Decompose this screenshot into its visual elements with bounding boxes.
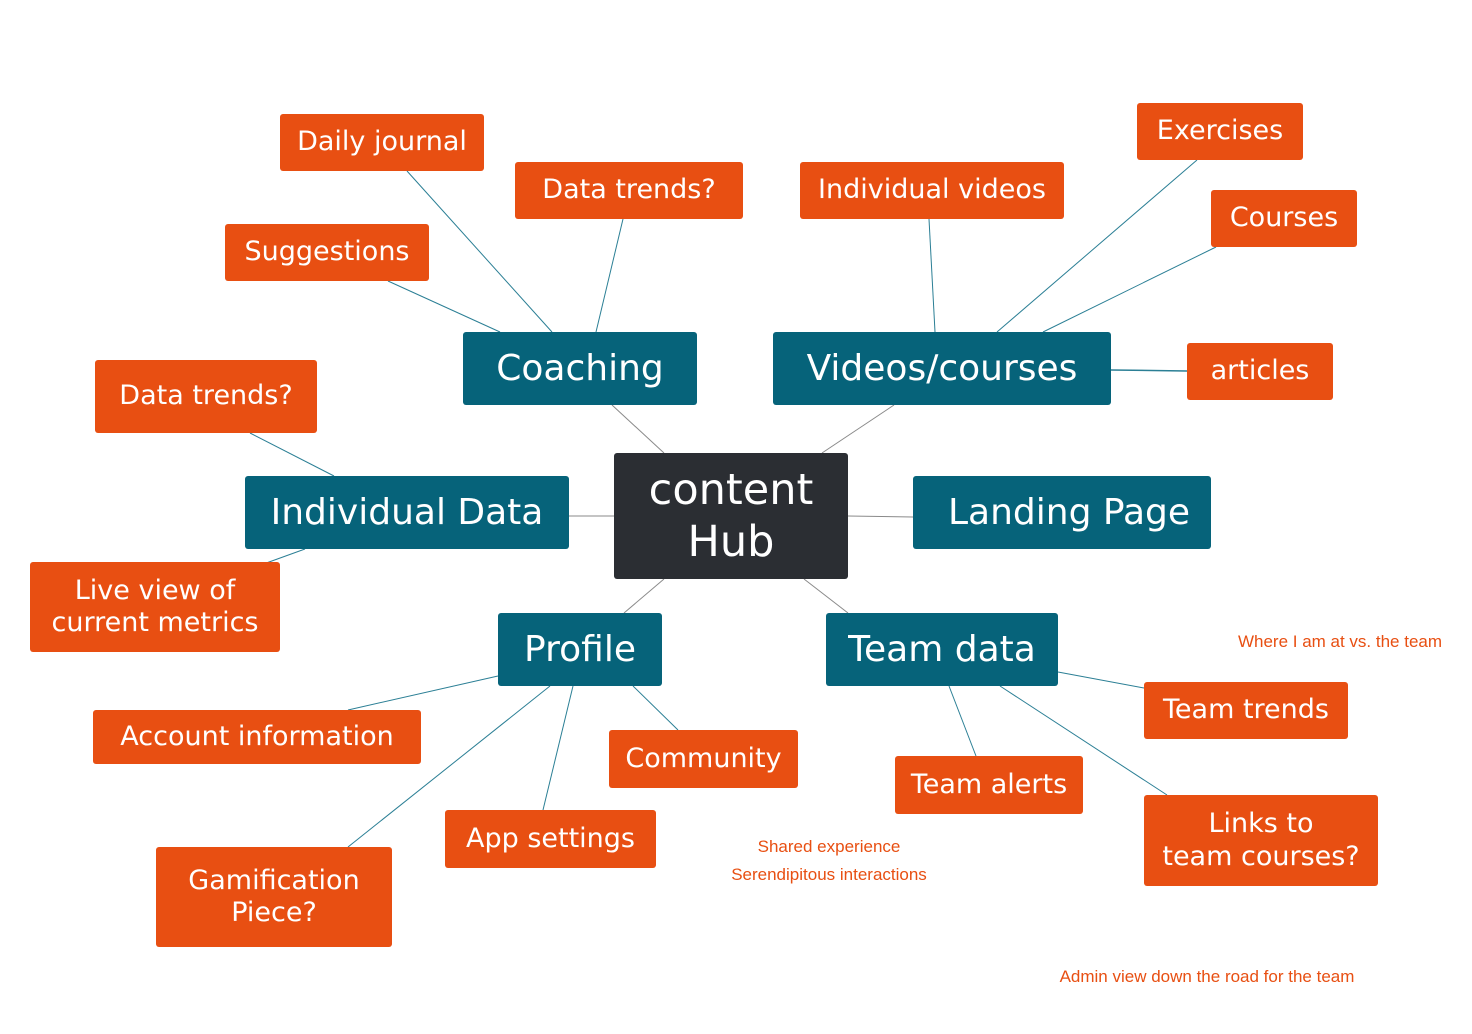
- edge-profile-account: [347, 675, 499, 711]
- topic-node-videos-courses[interactable]: Videos/courses: [773, 332, 1111, 405]
- leaf-node-daily-journal[interactable]: Daily journal: [280, 114, 484, 171]
- edge-hub-team-data: [803, 578, 849, 614]
- leaf-node-individual-data-trends[interactable]: Data trends?: [95, 360, 317, 433]
- edge-profile-community: [632, 685, 679, 731]
- leaf-node-app-settings[interactable]: App settings: [445, 810, 656, 868]
- note-shared-experience: Shared experience Serendipitous interact…: [731, 837, 927, 885]
- edge-videos-individual-videos: [928, 218, 936, 333]
- root-node-content-hub[interactable]: content Hub: [614, 453, 848, 579]
- edge-hub-landing: [847, 515, 914, 518]
- leaf-node-individual-videos[interactable]: Individual videos: [800, 162, 1064, 219]
- edge-profile-app-settings: [542, 685, 574, 811]
- topic-node-profile[interactable]: Profile: [498, 613, 662, 686]
- leaf-node-live-view[interactable]: Live view of current metrics: [30, 562, 280, 652]
- edge-hub-coaching: [611, 404, 665, 454]
- leaf-node-team-trends[interactable]: Team trends: [1144, 682, 1348, 739]
- note-where-i-am: Where I am at vs. the team: [1237, 632, 1443, 651]
- leaf-node-articles[interactable]: articles: [1187, 343, 1333, 400]
- edge-team-trends: [1057, 671, 1145, 689]
- edge-team-alerts: [948, 685, 977, 757]
- leaf-node-account-information[interactable]: Account information: [93, 710, 421, 764]
- edge-coaching-suggestions: [387, 280, 501, 333]
- leaf-node-community[interactable]: Community: [609, 730, 798, 788]
- leaf-node-team-alerts[interactable]: Team alerts: [895, 756, 1083, 814]
- leaf-node-gamification[interactable]: Gamification Piece?: [156, 847, 392, 947]
- edge-hub-profile: [623, 578, 665, 614]
- leaf-node-exercises[interactable]: Exercises: [1137, 103, 1303, 160]
- topic-node-landing-page[interactable]: Landing Page: [913, 476, 1211, 549]
- edge-individual-data-trends: [249, 432, 335, 477]
- edge-coaching-data-trends: [595, 218, 624, 333]
- leaf-node-coaching-data-trends[interactable]: Data trends?: [515, 162, 743, 219]
- edge-videos-courses: [1042, 246, 1217, 333]
- leaf-node-courses[interactable]: Courses: [1211, 190, 1357, 247]
- leaf-node-suggestions[interactable]: Suggestions: [225, 224, 429, 281]
- note-admin-view: Admin view down the road for the team: [1059, 967, 1355, 986]
- topic-node-coaching[interactable]: Coaching: [463, 332, 697, 405]
- topic-node-team-data[interactable]: Team data: [826, 613, 1058, 686]
- topic-node-individual-data[interactable]: Individual Data: [245, 476, 569, 549]
- edge-hub-videos: [821, 404, 895, 454]
- edge-videos-articles: [1110, 369, 1188, 372]
- leaf-node-links-team-courses[interactable]: Links to team courses?: [1144, 795, 1378, 886]
